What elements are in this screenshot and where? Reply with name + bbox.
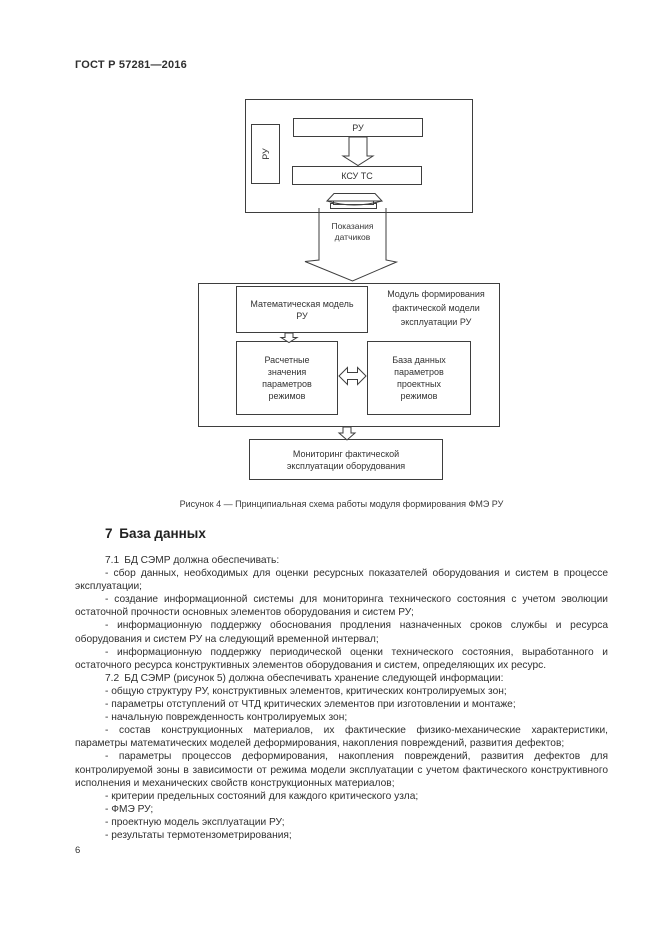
ksu-ts-box: КСУ ТС — [292, 166, 422, 185]
paragraph: - параметры отступлений от ЧТД критическ… — [105, 699, 516, 711]
paragraph: - информационную поддержку периодической… — [75, 646, 608, 671]
paragraph: - состав конструкционных материалов, их … — [75, 725, 608, 750]
reactor-side-box: РУ — [251, 124, 280, 184]
paragraph: - начальную поврежденность контролируемы… — [105, 712, 348, 724]
paragraph: - проектную модель эксплуатации РУ; — [105, 816, 285, 828]
paragraph: 7.2 БД СЭМР (рисунок 5) должна обеспечив… — [105, 672, 504, 684]
reactor-side-label: РУ — [260, 148, 271, 160]
design-db-label: База данных параметров проектных режимов — [392, 355, 446, 401]
sensor-readings-label: Показания датчиков — [331, 221, 374, 242]
math-model-box: Математическая модель РУ — [236, 286, 368, 333]
paragraph: - создание информационной системы для мо… — [75, 594, 608, 619]
paragraph: - параметры процессов деформирования, на… — [75, 751, 608, 789]
big-down-arrow-icon — [304, 208, 399, 282]
monitoring-box: Мониторинг фактической эксплуатации обор… — [249, 439, 443, 480]
figure-caption: Рисунок 4 — Принципиальная схема работы … — [179, 499, 504, 509]
paragraph: - результаты термотензометрирования; — [105, 829, 292, 841]
monitoring-label: Мониторинг фактической эксплуатации обор… — [286, 448, 406, 471]
paragraph: - информационную поддержку обоснования п… — [75, 620, 608, 645]
design-db-box: База данных параметров проектных режимов — [367, 341, 471, 415]
module-title: Модуль формирования фактической модели э… — [387, 289, 485, 327]
page-number: 6 — [75, 845, 81, 856]
section-body: 7.1 БД СЭМР должна обеспечивать: - сбор … — [75, 554, 608, 842]
ru-box: РУ — [293, 118, 423, 137]
math-model-label: Математическая модель РУ — [250, 298, 354, 321]
paragraph: - ФМЭ РУ; — [105, 803, 154, 815]
calc-values-label: Расчетные значения параметров режимов — [262, 355, 312, 401]
document-header: ГОСТ Р 57281—2016 — [75, 59, 187, 71]
paragraph: - критерии предельных состояний для кажд… — [105, 790, 419, 802]
paragraph: 7.1 БД СЭМР должна обеспечивать: — [105, 555, 280, 566]
calc-values-box: Расчетные значения параметров режимов — [236, 341, 338, 415]
paragraph: - общую структуру РУ, конструктивных эле… — [105, 685, 507, 697]
paragraph: - сбор данных, необходимых для оценки ре… — [75, 568, 608, 593]
section-heading: 7 База данных — [105, 526, 206, 541]
